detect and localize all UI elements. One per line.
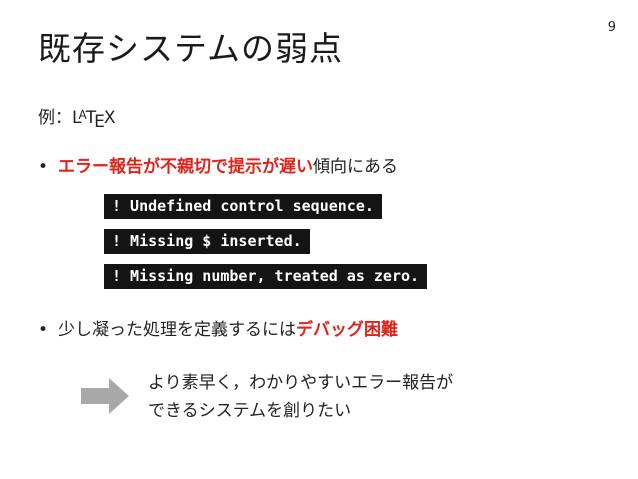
bullet-dot: • (38, 320, 49, 340)
bullet-dot: • (38, 157, 49, 177)
latex-letter-x: X (103, 108, 116, 128)
bullet-highlight: デバッグ困難 (296, 320, 399, 340)
latex-logo: L A T E X (72, 108, 116, 132)
bullet-text: 傾向にある (313, 157, 399, 177)
page-number: 9 (607, 20, 616, 35)
slide-title: 既存システムの弱点 (38, 29, 344, 68)
bullet-text: 少し凝った処理を定義するには (58, 320, 297, 340)
latex-letter-a: A (78, 108, 87, 122)
example-line: 例： L A T E X (38, 103, 116, 132)
latex-letter-e: E (94, 112, 105, 132)
error-message-missing-number: ! Missing number, treated as zero. (104, 264, 428, 289)
conclusion-line-1: より素早く，わかりやすいエラー報告が (148, 373, 454, 393)
bullet-debugging: • 少し凝った処理を定義するには デバッグ困難 (38, 315, 398, 340)
latex-letter-t: T (85, 108, 97, 128)
latex-letter-l: L (72, 108, 82, 128)
conclusion-line-2: できるシステムを創りたい (148, 401, 352, 421)
bullet-highlight: エラー報告が不親切で提示が遅い (58, 157, 314, 177)
example-prefix: 例： (38, 108, 72, 128)
error-message-undefined-control: ! Undefined control sequence. (104, 194, 382, 219)
right-arrow-icon (81, 378, 129, 414)
right-arrow-shape (81, 378, 129, 414)
conclusion-text: より素早く，わかりやすいエラー報告が できるシステムを創りたい (148, 369, 453, 425)
bullet-error-reporting: • エラー報告が不親切で提示が遅い 傾向にある (38, 152, 398, 177)
error-message-missing-dollar: ! Missing $ inserted. (104, 229, 310, 254)
